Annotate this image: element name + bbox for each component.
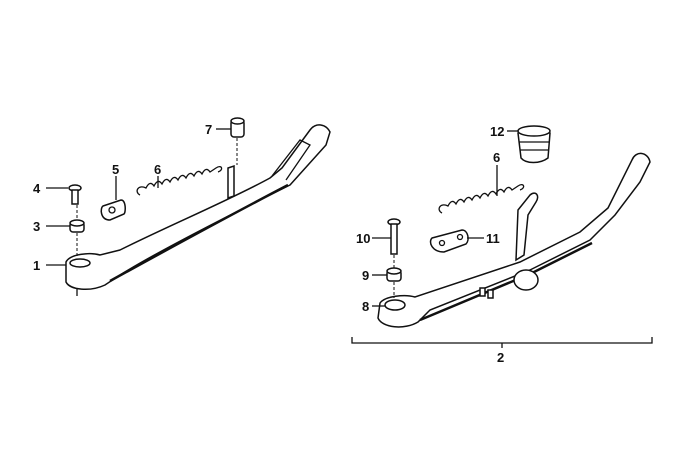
rubber-sleeve-part-7 <box>227 117 245 200</box>
bushing-part-3 <box>69 219 85 258</box>
callout-7: 7 <box>205 122 212 137</box>
callout-5: 5 <box>112 162 119 177</box>
center-stand-part-2 <box>377 152 651 328</box>
side-stand-part-1 <box>65 124 331 296</box>
bolt-part-4 <box>68 184 82 220</box>
callout-2: 2 <box>497 350 504 365</box>
callout-6-right: 6 <box>493 150 500 165</box>
callout-10: 10 <box>356 231 370 246</box>
callout-11: 11 <box>486 231 500 246</box>
plate-part-5 <box>100 199 126 221</box>
callout-1: 1 <box>33 258 40 273</box>
bolt-part-10 <box>387 218 401 268</box>
spring-part-6-right <box>438 184 525 214</box>
rubber-buffer-part-12 <box>517 125 551 164</box>
callout-9: 9 <box>362 268 369 283</box>
assembly-bracket <box>351 337 653 344</box>
spring-part-6-left <box>136 166 223 196</box>
callout-6-left: 6 <box>154 162 161 177</box>
callout-12: 12 <box>490 124 504 139</box>
callout-3: 3 <box>33 219 40 234</box>
callout-4: 4 <box>33 181 41 196</box>
callout-8: 8 <box>362 299 369 314</box>
plate-part-11 <box>429 229 469 253</box>
bushing-part-9 <box>386 267 402 298</box>
